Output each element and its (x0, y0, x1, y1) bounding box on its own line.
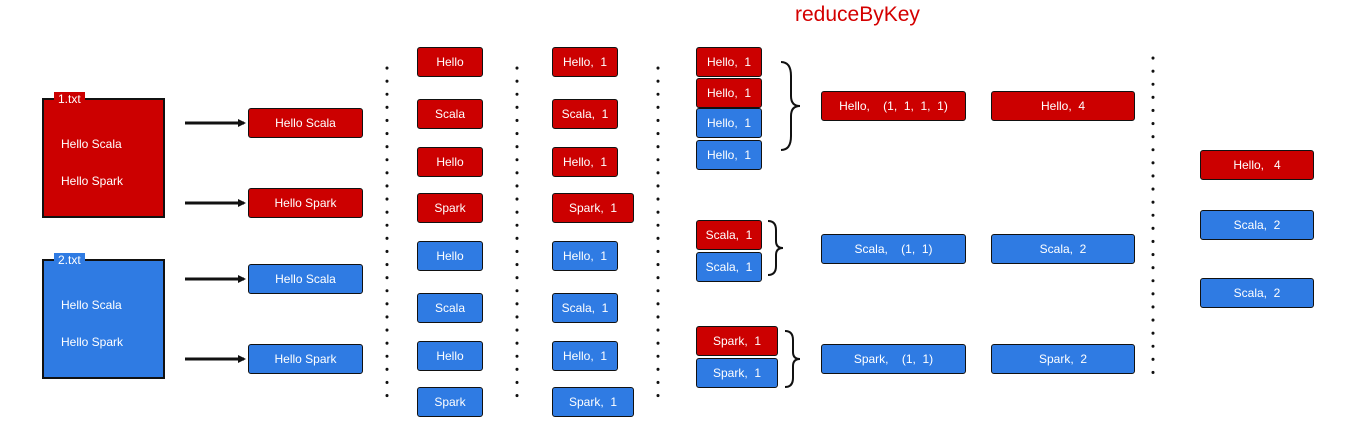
pair-box: Spark, 1 (552, 387, 634, 417)
file-2txt-line-2: Hello Spark (61, 335, 124, 349)
pair-box: Spark, 1 (552, 193, 634, 223)
word-box: Hello (417, 147, 483, 177)
line-box: Hello Scala (248, 108, 363, 138)
file-1txt: 1.txt Hello Scala Hello Spark (42, 92, 165, 218)
pair-box: Scala, 1 (552, 99, 618, 129)
grouped-box: Hello, 1 (696, 47, 762, 77)
grouped-box: Spark, 1 (696, 358, 778, 388)
group-brace (767, 220, 784, 276)
line-box: Hello Spark (248, 188, 363, 218)
file-1txt-line-2: Hello Spark (61, 174, 124, 188)
word-box: Scala (417, 293, 483, 323)
word-box: Hello (417, 341, 483, 371)
pair-box: Hello, 1 (552, 147, 618, 177)
file-2txt-line-1: Hello Scala (61, 298, 122, 312)
grouped-box: Hello, 1 (696, 140, 762, 170)
grouped-box: Spark, 1 (696, 326, 778, 356)
grouped-box: Hello, 1 (696, 108, 762, 138)
file-1txt-label: 1.txt (54, 92, 85, 106)
reduced-box: Spark, 2 (991, 344, 1135, 374)
file-1txt-line-1: Hello Scala (61, 137, 122, 151)
file-2txt: 2.txt Hello Scala Hello Spark (42, 253, 165, 379)
collected-box: Spark, (1, 1) (821, 344, 966, 374)
word-box: Spark (417, 193, 483, 223)
pair-box: Hello, 1 (552, 241, 618, 271)
word-box: Scala (417, 99, 483, 129)
reduced-box: Scala, 2 (991, 234, 1135, 264)
grouped-box: Scala, 1 (696, 220, 762, 250)
pair-box: Hello, 1 (552, 47, 618, 77)
word-box: Hello (417, 241, 483, 271)
pair-box: Hello, 1 (552, 341, 618, 371)
word-box: Spark (417, 387, 483, 417)
collected-box: Scala, (1, 1) (821, 234, 966, 264)
file-2txt-label: 2.txt (54, 253, 85, 267)
pair-box: Scala, 1 (552, 293, 618, 323)
line-box: Hello Scala (248, 264, 363, 294)
grouped-box: Hello, 1 (696, 78, 762, 108)
output-box: Scala, 2 (1200, 278, 1314, 308)
output-box: Hello, 4 (1200, 150, 1314, 180)
group-brace (780, 61, 801, 151)
word-box: Hello (417, 47, 483, 77)
collected-box: Hello, (1, 1, 1, 1) (821, 91, 966, 121)
diagram-title: reduceByKey (795, 3, 920, 26)
line-box: Hello Spark (248, 344, 363, 374)
output-box: Scala, 2 (1200, 210, 1314, 240)
reduced-box: Hello, 4 (991, 91, 1135, 121)
grouped-box: Scala, 1 (696, 252, 762, 282)
group-brace (784, 330, 801, 388)
